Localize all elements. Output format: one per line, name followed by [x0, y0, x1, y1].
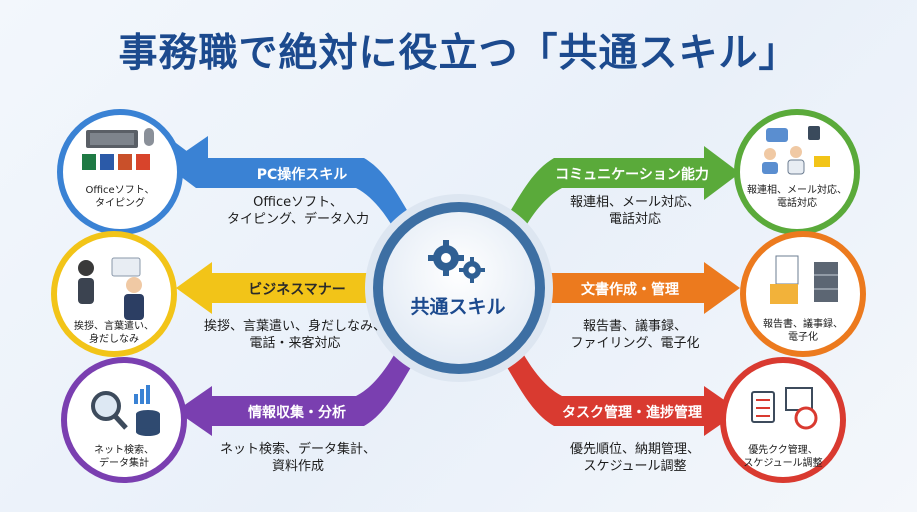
page-title: 事務職で絶対に役立つ「共通スキル」 — [118, 31, 799, 76]
arrow-task — [500, 348, 740, 436]
arrow-pc-skill — [176, 136, 418, 236]
center-hub — [365, 194, 553, 382]
arrow-label-info: 情報収集・分析 — [248, 405, 346, 421]
arrow-label-communication: コミュニケーション能力 — [555, 167, 709, 183]
circle-pc-skill — [57, 109, 183, 235]
arrow-label-task: タスク管理・進捗管理 — [562, 405, 702, 421]
description-info: ネット検索、データ集計、 資料作成 — [219, 442, 376, 474]
gears-icon — [428, 240, 485, 283]
description-communication: 報連相、メール対応、 電話対応 — [569, 195, 700, 227]
circle-information — [61, 357, 187, 483]
circle-task — [720, 357, 846, 483]
arrow-document — [540, 262, 740, 314]
arrow-label-manner: ビジネスマナー — [248, 282, 346, 298]
arrow-information — [176, 348, 418, 436]
description-task: 優先順位、納期管理、 スケジュール調整 — [569, 442, 700, 474]
description-manner: 挨拶、言葉遣い、身だしなみ、 電話・来客対応 — [203, 319, 386, 351]
description-pc: Officeソフト、 タイピング、データ入力 — [226, 195, 370, 227]
circle-label-pc: Officeソフト、 タイピング — [85, 185, 155, 209]
description-document: 報告書、議事録、 ファイリング、電子化 — [570, 319, 700, 351]
circle-label-document: 報告書、議事録、 電子化 — [763, 319, 843, 343]
arrow-label-pc: PC操作スキル — [256, 167, 348, 183]
chat-people-icon — [762, 126, 830, 175]
circle-label-info: ネット検索、 データ集計 — [94, 445, 154, 469]
circle-document — [740, 231, 866, 357]
checklist-calendar-icon — [751, 387, 818, 430]
circle-label-communication: 報連相、メール対応、 電話対応 — [747, 185, 847, 209]
arrow-business-manner — [176, 262, 378, 314]
keyboard-office-icon — [82, 128, 154, 170]
circle-business-manner — [51, 231, 177, 357]
arrow-label-document: 文書作成・管理 — [581, 282, 679, 298]
documents-cabinet-icon — [770, 255, 838, 304]
circle-label-manner: 挨拶、言葉遣い、 身だしなみ — [74, 321, 154, 345]
circle-label-task: 優先クク管理、 スケジュール調整 — [743, 445, 823, 469]
center-label: 共通スキル — [410, 296, 506, 318]
search-database-icon — [91, 385, 160, 436]
circle-communication — [734, 109, 860, 235]
arrow-communication — [500, 146, 740, 236]
bowing-people-icon — [78, 257, 144, 320]
